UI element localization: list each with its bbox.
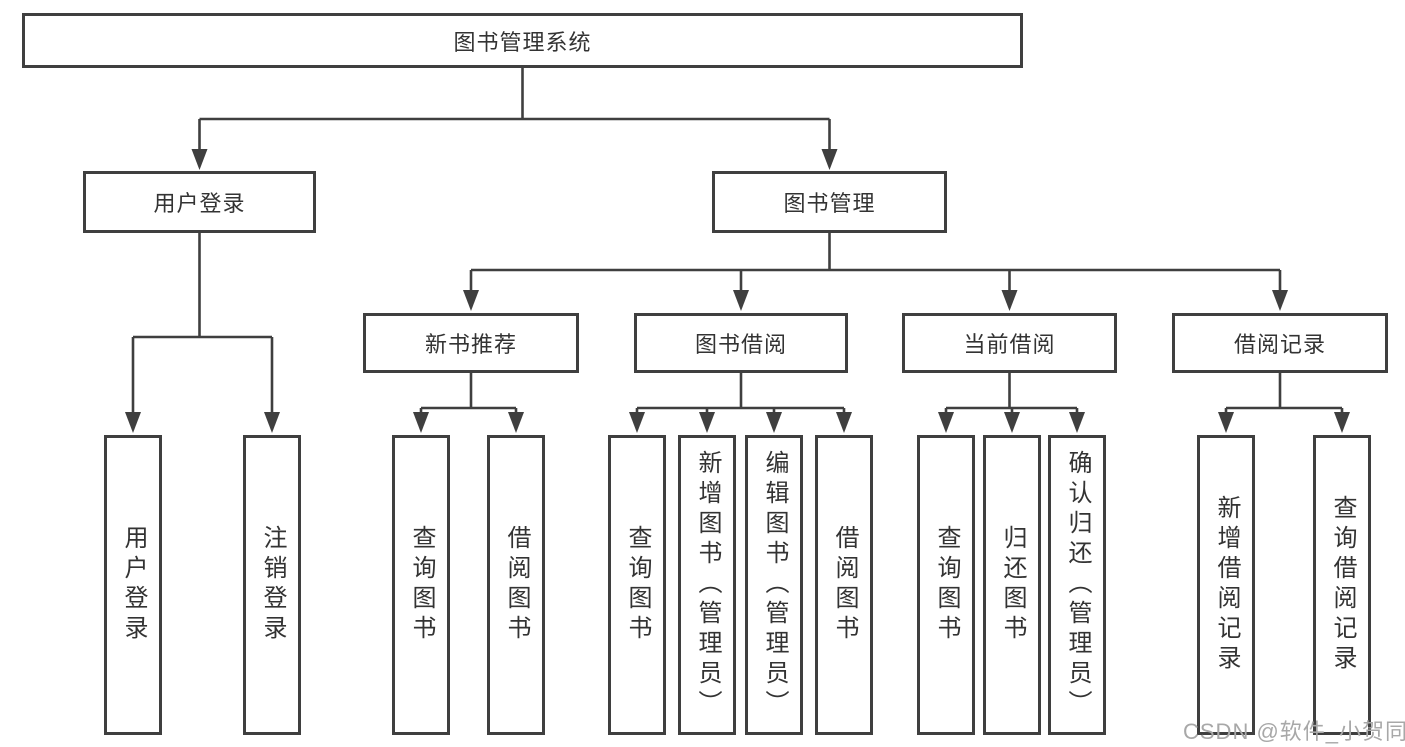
connector-arrowhead [264, 412, 280, 433]
node-label: 查询图书 [408, 525, 435, 645]
connector-arrowhead [836, 412, 852, 433]
node-label: 查询图书 [933, 525, 960, 645]
node-label: 查询借阅记录 [1329, 495, 1356, 675]
leaf-borrow-books: 借阅图书 [815, 435, 873, 735]
connector-arrowhead [766, 412, 782, 433]
node-label: 归还图书 [999, 525, 1026, 645]
node-label: 编辑图书（管理员） [761, 450, 788, 720]
leaf-user-login: 用户登录 [104, 435, 162, 735]
leaf-add-borrow-record: 新增借阅记录 [1197, 435, 1255, 735]
connector-arrowhead [413, 412, 429, 433]
node-current-borrow: 当前借阅 [902, 313, 1117, 373]
connector-arrowhead [1218, 412, 1234, 433]
node-label: 借阅图书 [831, 525, 858, 645]
node-label: 确认归还（管理员） [1064, 450, 1091, 720]
connector-arrowhead [191, 149, 208, 170]
leaf-logout: 注销登录 [243, 435, 301, 735]
node-label: 图书管理系统 [453, 29, 592, 55]
leaf-query-borrow-record: 查询借阅记录 [1313, 435, 1371, 735]
connector-arrowhead [1272, 290, 1288, 311]
connector-arrowhead [463, 290, 479, 311]
connector-arrowhead [938, 412, 954, 433]
node-new-book-recommend: 新书推荐 [363, 313, 579, 373]
connector-arrowhead [508, 412, 524, 433]
node-label: 新增图书（管理员） [694, 450, 721, 720]
node-book-management: 图书管理 [712, 171, 947, 233]
node-book-borrow: 图书借阅 [634, 313, 848, 373]
connector-arrowhead [699, 412, 715, 433]
leaf-edit-books-admin: 编辑图书（管理员） [745, 435, 803, 735]
watermark: CSDN @软件_小贺同学 [1183, 719, 1405, 744]
node-label: 用户登录 [153, 191, 246, 216]
node-label: 新增借阅记录 [1213, 495, 1240, 675]
node-label: 借阅记录 [1233, 332, 1326, 357]
leaf-return-books: 归还图书 [983, 435, 1041, 735]
leaf-query-books-current: 查询图书 [917, 435, 975, 735]
node-label: 用户登录 [120, 525, 147, 645]
node-label: 当前借阅 [963, 332, 1056, 357]
node-borrow-records: 借阅记录 [1172, 313, 1388, 373]
connector-arrowhead [1069, 412, 1085, 433]
connector-arrowhead [821, 149, 838, 170]
node-root: 图书管理系统 [22, 13, 1023, 68]
node-label: 借阅图书 [503, 525, 530, 645]
connector-arrowhead [1001, 290, 1018, 311]
node-label: 图书管理 [783, 191, 876, 216]
leaf-borrow-books-recommend: 借阅图书 [487, 435, 545, 735]
leaf-query-books-borrow: 查询图书 [608, 435, 666, 735]
node-label: 注销登录 [259, 525, 286, 645]
connector-arrowhead [1334, 412, 1350, 433]
leaf-add-books-admin: 新增图书（管理员） [678, 435, 736, 735]
connector-arrowhead [733, 290, 749, 311]
node-user-login: 用户登录 [83, 171, 316, 233]
node-label: 图书借阅 [694, 332, 787, 357]
node-label: 新书推荐 [424, 332, 517, 357]
connector-arrowhead [125, 412, 141, 433]
leaf-query-books-recommend: 查询图书 [392, 435, 450, 735]
leaf-confirm-return-admin: 确认归还（管理员） [1048, 435, 1106, 735]
connector-arrowhead [629, 412, 645, 433]
node-label: 查询图书 [624, 525, 651, 645]
connector-arrowhead [1004, 412, 1020, 433]
